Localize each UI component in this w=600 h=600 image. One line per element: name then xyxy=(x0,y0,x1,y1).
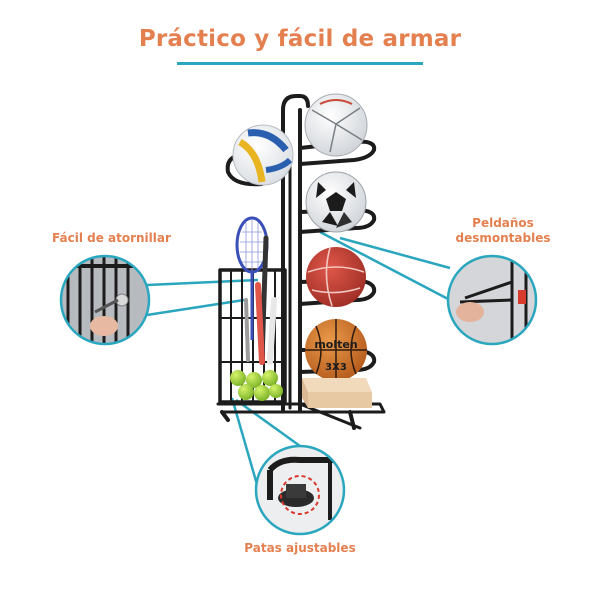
callout-label-removable-steps: Peldaños desmontables xyxy=(443,216,563,246)
detail-circle-feet xyxy=(254,444,346,536)
tennis-balls xyxy=(230,370,283,401)
callout-line-left-bottom xyxy=(146,298,245,317)
callout-line-left-top xyxy=(146,278,259,287)
title-underline xyxy=(177,62,423,65)
baseball-bats xyxy=(244,235,277,365)
soccer-ball xyxy=(305,171,367,233)
callout-label-adjustable-feet: Patas ajustables xyxy=(244,541,356,555)
wooden-box xyxy=(302,378,372,408)
detail-circle-steps xyxy=(446,254,538,346)
callout-label-removable-steps-line1: Peldaños xyxy=(472,216,534,230)
page-title: Práctico y fácil de armar xyxy=(138,26,462,52)
callout-line-right-top xyxy=(339,236,451,270)
callout-label-removable-steps-line2: desmontables xyxy=(455,231,551,245)
basketball-mark: 3X3 xyxy=(325,362,347,373)
red-ball xyxy=(306,247,366,307)
basketball-brand: molten xyxy=(314,338,357,351)
detail-circle-screw xyxy=(59,254,151,346)
soccer-ball-top xyxy=(304,93,368,157)
callout-label-easy-screw: Fácil de atornillar xyxy=(52,231,171,245)
callout-line-bottom-right xyxy=(235,398,301,448)
volleyball xyxy=(232,124,294,186)
basketball: molten 3X3 xyxy=(305,319,367,381)
callout-line-right-bottom xyxy=(319,230,451,302)
